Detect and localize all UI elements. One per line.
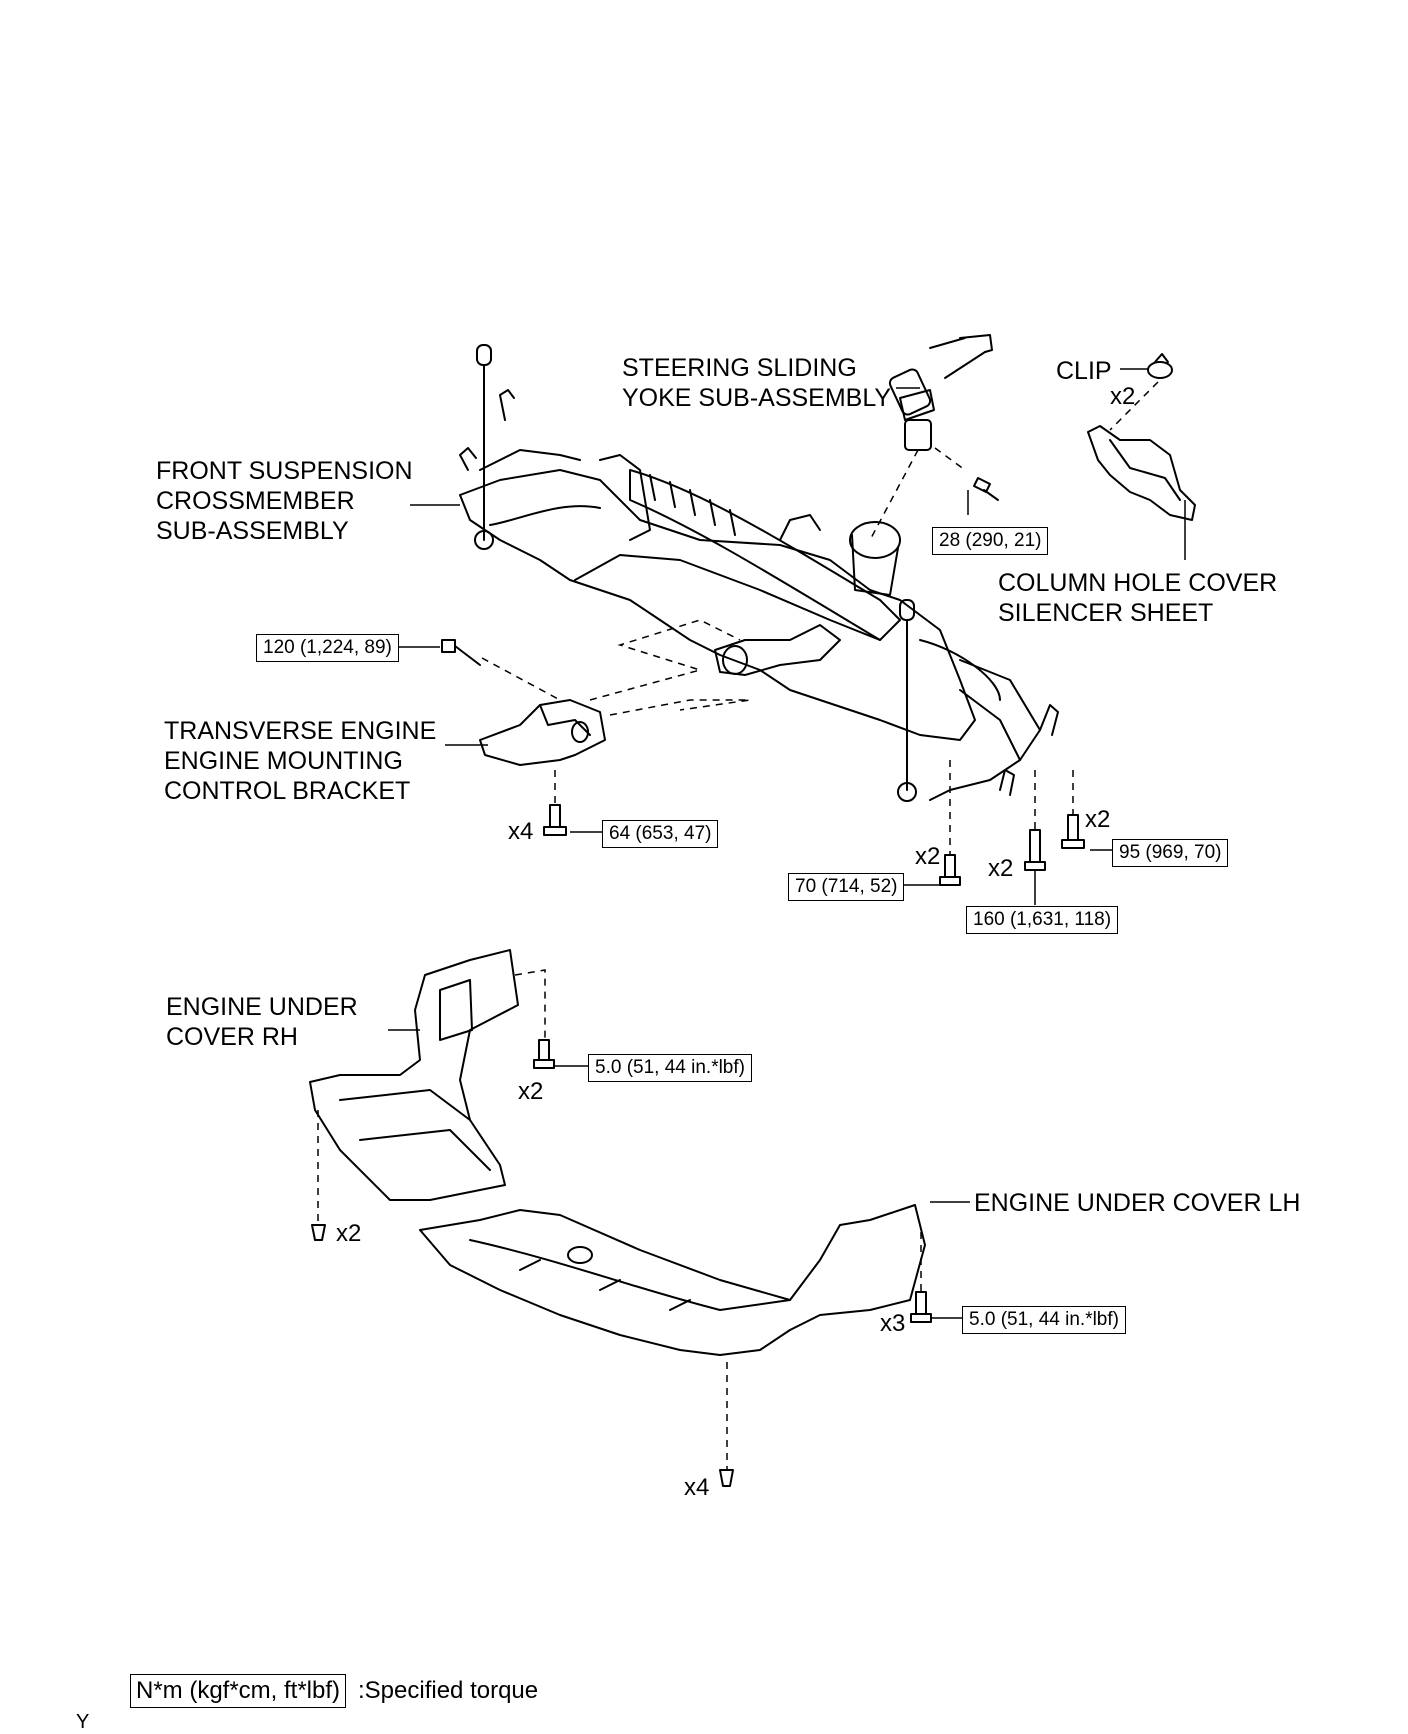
torque-95: 95 (969, 70) <box>1112 839 1229 867</box>
qty-bolt-160: x2 <box>988 855 1014 882</box>
dashed-assembly-lines <box>317 381 1159 1470</box>
label-column-hole-line2: SILENCER SHEET <box>998 599 1214 627</box>
leader-lines <box>388 368 1186 1319</box>
qty-lh-bolt: x3 <box>880 1310 906 1337</box>
steering-shaft-illustration <box>888 334 993 451</box>
clip-illustration <box>1147 353 1173 379</box>
mounting-bracket-illustration <box>479 699 606 766</box>
legend-unit-box: N*m (kgf*cm, ft*lbf) <box>130 1674 347 1708</box>
label-column-hole-line1: COLUMN HOLE COVER <box>998 569 1278 597</box>
label-engine-mount-line3: CONTROL BRACKET <box>164 777 411 805</box>
label-engine-mount-line2: ENGINE MOUNTING <box>164 747 403 775</box>
silencer-sheet-illustration <box>1087 425 1196 521</box>
torque-5-lh: 5.0 (51, 44 in.*lbf) <box>962 1306 1126 1334</box>
qty-rh-bolt: x2 <box>518 1078 544 1105</box>
qty-clip: x2 <box>1110 383 1136 410</box>
label-crossmember-line3: SUB-ASSEMBLY <box>156 517 349 545</box>
label-steering-yoke-line1: STEERING SLIDING <box>622 354 857 382</box>
label-under-cover-rh-line1: ENGINE UNDER <box>166 993 358 1021</box>
label-crossmember-line1: FRONT SUSPENSION <box>156 457 413 485</box>
qty-bolt-70: x2 <box>915 843 941 870</box>
label-engine-mount-line1: TRANSVERSE ENGINE <box>164 717 437 745</box>
qty-rear-bolt-95: x2 <box>1085 806 1111 833</box>
torque-28: 28 (290, 21) <box>932 527 1049 555</box>
torque-5-rh: 5.0 (51, 44 in.*lbf) <box>588 1054 752 1082</box>
torque-160: 160 (1,631, 118) <box>966 906 1119 934</box>
corner-mark: Y <box>76 1711 90 1733</box>
label-under-cover-lh: ENGINE UNDER COVER LH <box>974 1189 1301 1217</box>
label-clip: CLIP <box>1056 357 1112 385</box>
torque-64: 64 (653, 47) <box>602 820 719 848</box>
label-under-cover-rh-line2: COVER RH <box>166 1023 298 1051</box>
legend-description: :Specified torque <box>358 1677 539 1704</box>
under-cover-lh-illustration <box>419 1204 926 1356</box>
label-crossmember-line2: CROSSMEMBER <box>156 487 355 515</box>
torque-120: 120 (1,224, 89) <box>256 634 399 662</box>
label-steering-yoke-line2: YOKE SUB-ASSEMBLY <box>622 384 892 412</box>
torque-70: 70 (714, 52) <box>788 873 905 901</box>
qty-rh-screw: x2 <box>336 1220 362 1247</box>
qty-center-screw: x4 <box>684 1474 710 1501</box>
under-cover-rh-illustration <box>309 949 519 1201</box>
qty-mount-bolt: x4 <box>508 818 534 845</box>
crossmember-illustration <box>459 344 1059 802</box>
bolt-icons <box>311 477 1085 1487</box>
